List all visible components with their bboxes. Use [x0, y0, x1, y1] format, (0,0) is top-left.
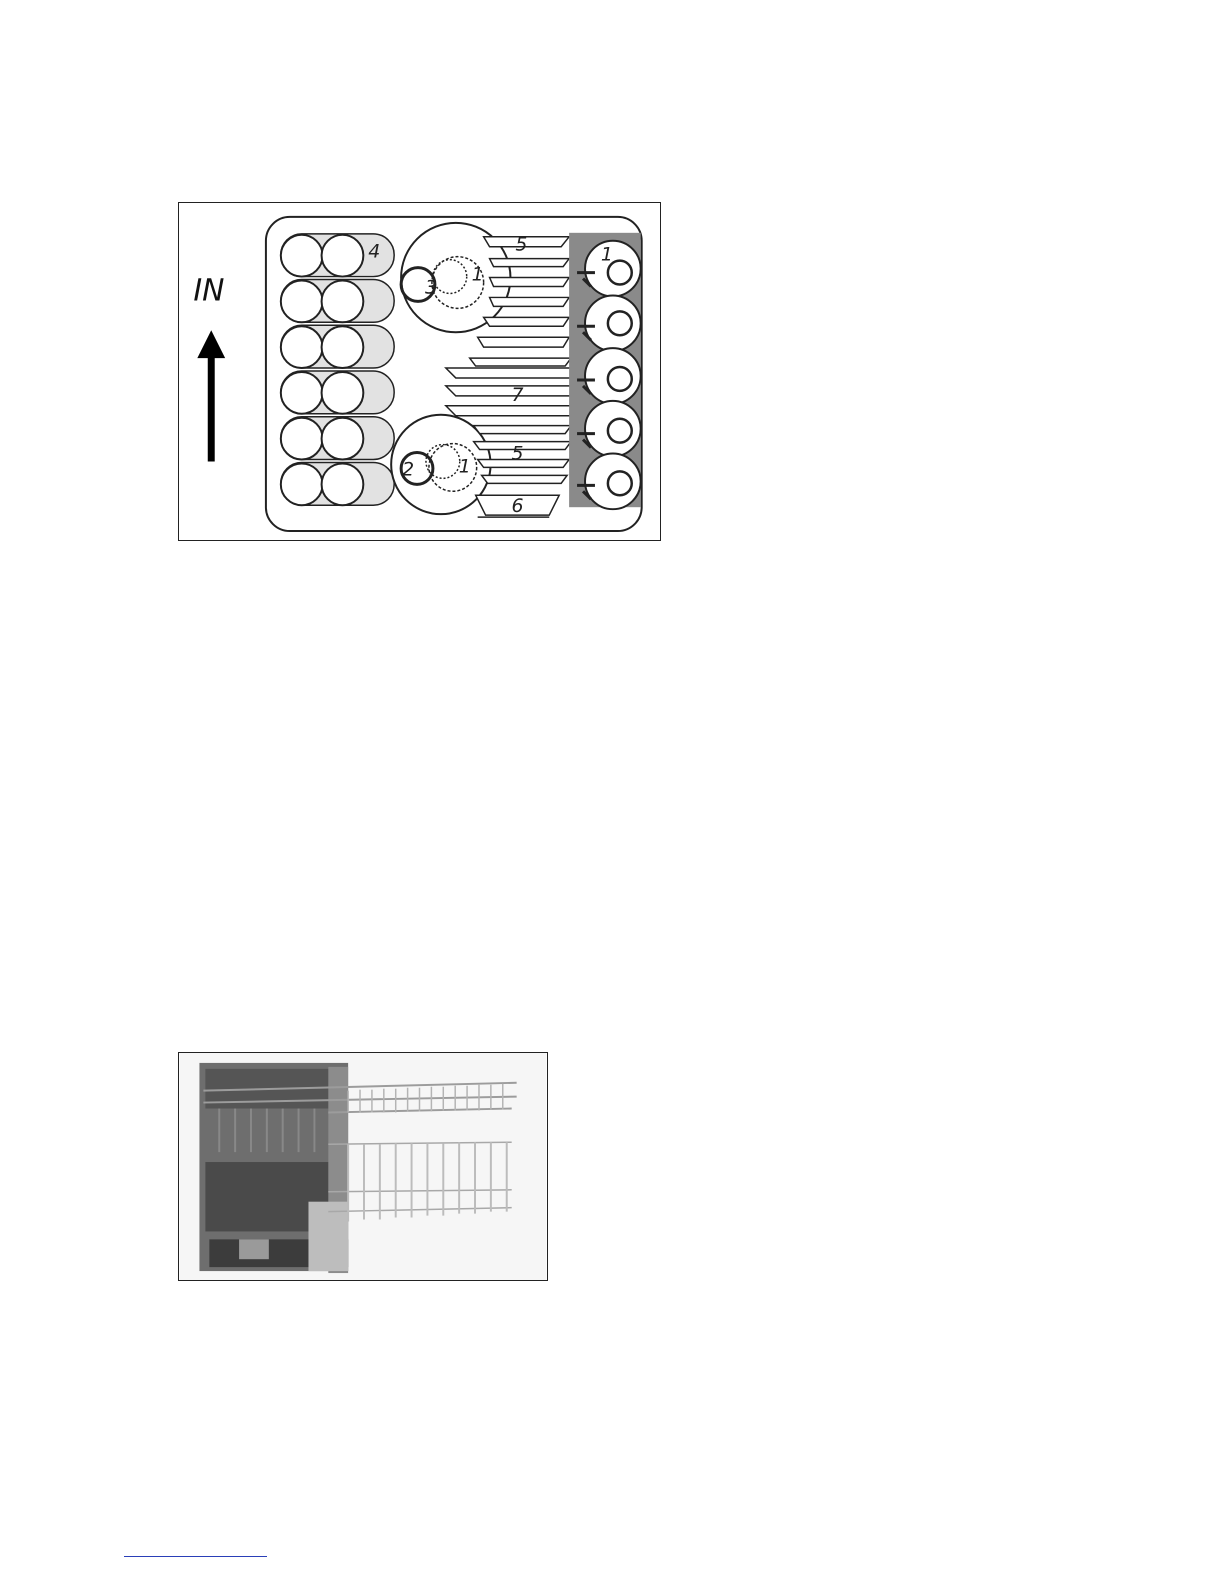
label-cup-top: 1 — [472, 264, 484, 286]
bowl-bottom: 6 — [476, 495, 560, 517]
label-plates-bottom: 5 — [511, 442, 523, 464]
rack-loading-diagram: IN — [178, 202, 661, 541]
rack-photo — [178, 1052, 548, 1281]
rack-photo-svg — [179, 1053, 547, 1280]
label-bowl-bottom: 6 — [511, 495, 523, 517]
label-dishes-middle: 7 — [511, 384, 523, 406]
rack-diagram-svg: IN — [179, 203, 660, 540]
label-cup-bottom: 1 — [459, 455, 471, 477]
label-glasses: 4 — [368, 241, 380, 263]
direction-label: IN — [193, 273, 224, 308]
label-bowl-small: 2 — [402, 458, 414, 480]
label-bowl-large: 3 — [425, 276, 437, 298]
direction-arrow-icon — [197, 330, 225, 461]
label-plates-top: 5 — [515, 234, 527, 256]
footnote-separator — [124, 1556, 267, 1557]
label-cups: 1 — [601, 244, 613, 266]
small-bowl: 2 1 — [391, 415, 490, 514]
